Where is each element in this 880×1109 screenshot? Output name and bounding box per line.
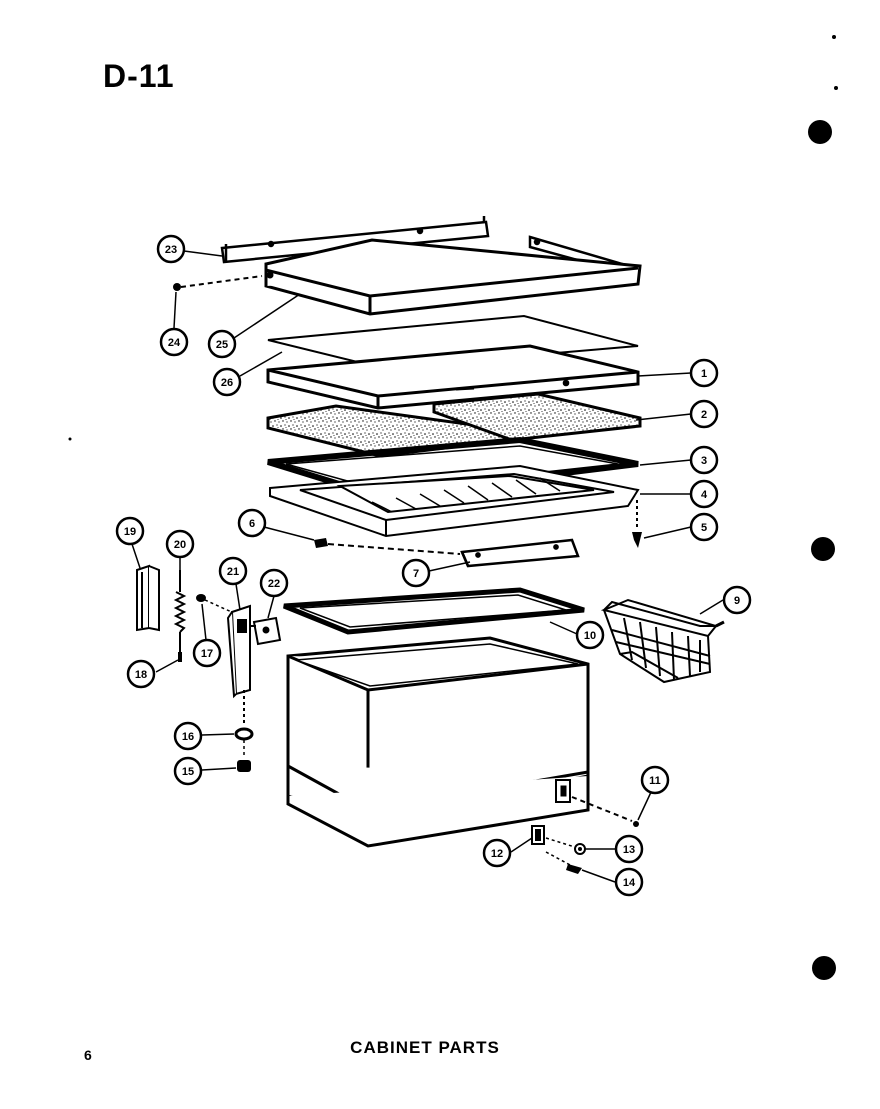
callout-20: 20 [165, 529, 195, 559]
callout-10: 10 [575, 620, 605, 650]
binder-hole-top [808, 120, 832, 144]
callout-14: 14 [614, 867, 644, 897]
speck-mark [68, 437, 72, 441]
callout-16: 16 [173, 721, 203, 751]
part-7-handle [460, 538, 580, 568]
callout-6: 6 [237, 508, 267, 538]
callout-19: 19 [115, 516, 145, 546]
speck-mark [834, 86, 838, 90]
leader-lines [131, 250, 724, 883]
svg-text:25: 25 [216, 339, 228, 351]
part-17-screw [196, 594, 237, 615]
callout-3: 3 [689, 445, 719, 475]
svg-text:23: 23 [165, 244, 177, 256]
svg-text:4: 4 [701, 489, 708, 501]
callout-4: 4 [689, 479, 719, 509]
svg-text:9: 9 [734, 595, 740, 607]
svg-text:15: 15 [182, 766, 194, 778]
callout-26: 26 [212, 367, 242, 397]
part-19-channel [136, 564, 160, 632]
callout-2: 2 [689, 399, 719, 429]
part-13-nut [574, 843, 586, 855]
part-24-screw [173, 275, 263, 291]
diagram-caption: CABINET PARTS [350, 1038, 500, 1057]
binder-hole-middle [811, 537, 835, 561]
callout-17: 17 [192, 638, 222, 668]
svg-text:20: 20 [174, 539, 186, 551]
callout-11: 11 [640, 765, 670, 795]
svg-text:11: 11 [649, 775, 661, 787]
part-12-bracket [531, 825, 545, 845]
part-20-spring [173, 570, 187, 652]
callout-7: 7 [401, 558, 431, 588]
diagram-code: D-11 [103, 58, 175, 94]
callout-24: 24 [159, 327, 189, 357]
svg-text:5: 5 [701, 522, 707, 534]
callout-15: 15 [173, 756, 203, 786]
svg-text:18: 18 [135, 669, 147, 681]
svg-text:22: 22 [268, 578, 280, 590]
page-number: 6 [84, 1047, 92, 1063]
svg-text:13: 13 [623, 844, 635, 856]
svg-text:17: 17 [201, 648, 213, 660]
svg-text:26: 26 [221, 377, 233, 389]
part-11-plug [633, 821, 639, 827]
svg-text:19: 19 [124, 526, 136, 538]
part-9-wire-basket [600, 598, 725, 684]
callout-21: 21 [218, 556, 248, 586]
speck-mark [832, 35, 836, 39]
callout-5: 5 [689, 512, 719, 542]
callout-22: 22 [259, 568, 289, 598]
svg-text:3: 3 [701, 455, 707, 467]
callout-1: 1 [689, 358, 719, 388]
callout-13: 13 [614, 834, 644, 864]
part-18-screw [178, 652, 182, 662]
part-22-hinge-plate [250, 616, 282, 646]
part-26-lid-liner [267, 314, 639, 370]
part-5-screw [632, 500, 642, 548]
part-11-leader [571, 796, 633, 822]
cabinet-body [286, 636, 590, 848]
svg-text:7: 7 [413, 568, 419, 580]
callout-25: 25 [207, 329, 237, 359]
svg-text:6: 6 [249, 518, 255, 530]
part-1-lid-panel [266, 344, 640, 410]
binder-hole-bottom [812, 956, 836, 980]
part-6-screw [314, 538, 461, 555]
callout-23: 23 [156, 234, 186, 264]
part-16-washer [234, 727, 254, 741]
svg-text:12: 12 [491, 848, 503, 860]
svg-text:21: 21 [227, 566, 239, 578]
svg-text:1: 1 [701, 368, 707, 380]
svg-text:24: 24 [168, 337, 181, 349]
part-21-hinge [226, 604, 251, 726]
part-25-lid-frame [264, 238, 642, 316]
svg-text:14: 14 [623, 877, 636, 889]
callout-18: 18 [126, 659, 156, 689]
svg-text:2: 2 [701, 409, 707, 421]
svg-text:10: 10 [584, 630, 596, 642]
callout-9: 9 [722, 585, 752, 615]
part-14-screw [566, 864, 582, 874]
callout-12: 12 [482, 838, 512, 868]
part-10-breaker-frame [283, 587, 585, 635]
part-4-inner-lid-liner [269, 464, 640, 538]
svg-text:16: 16 [182, 731, 194, 743]
part-15-nut [237, 760, 251, 772]
